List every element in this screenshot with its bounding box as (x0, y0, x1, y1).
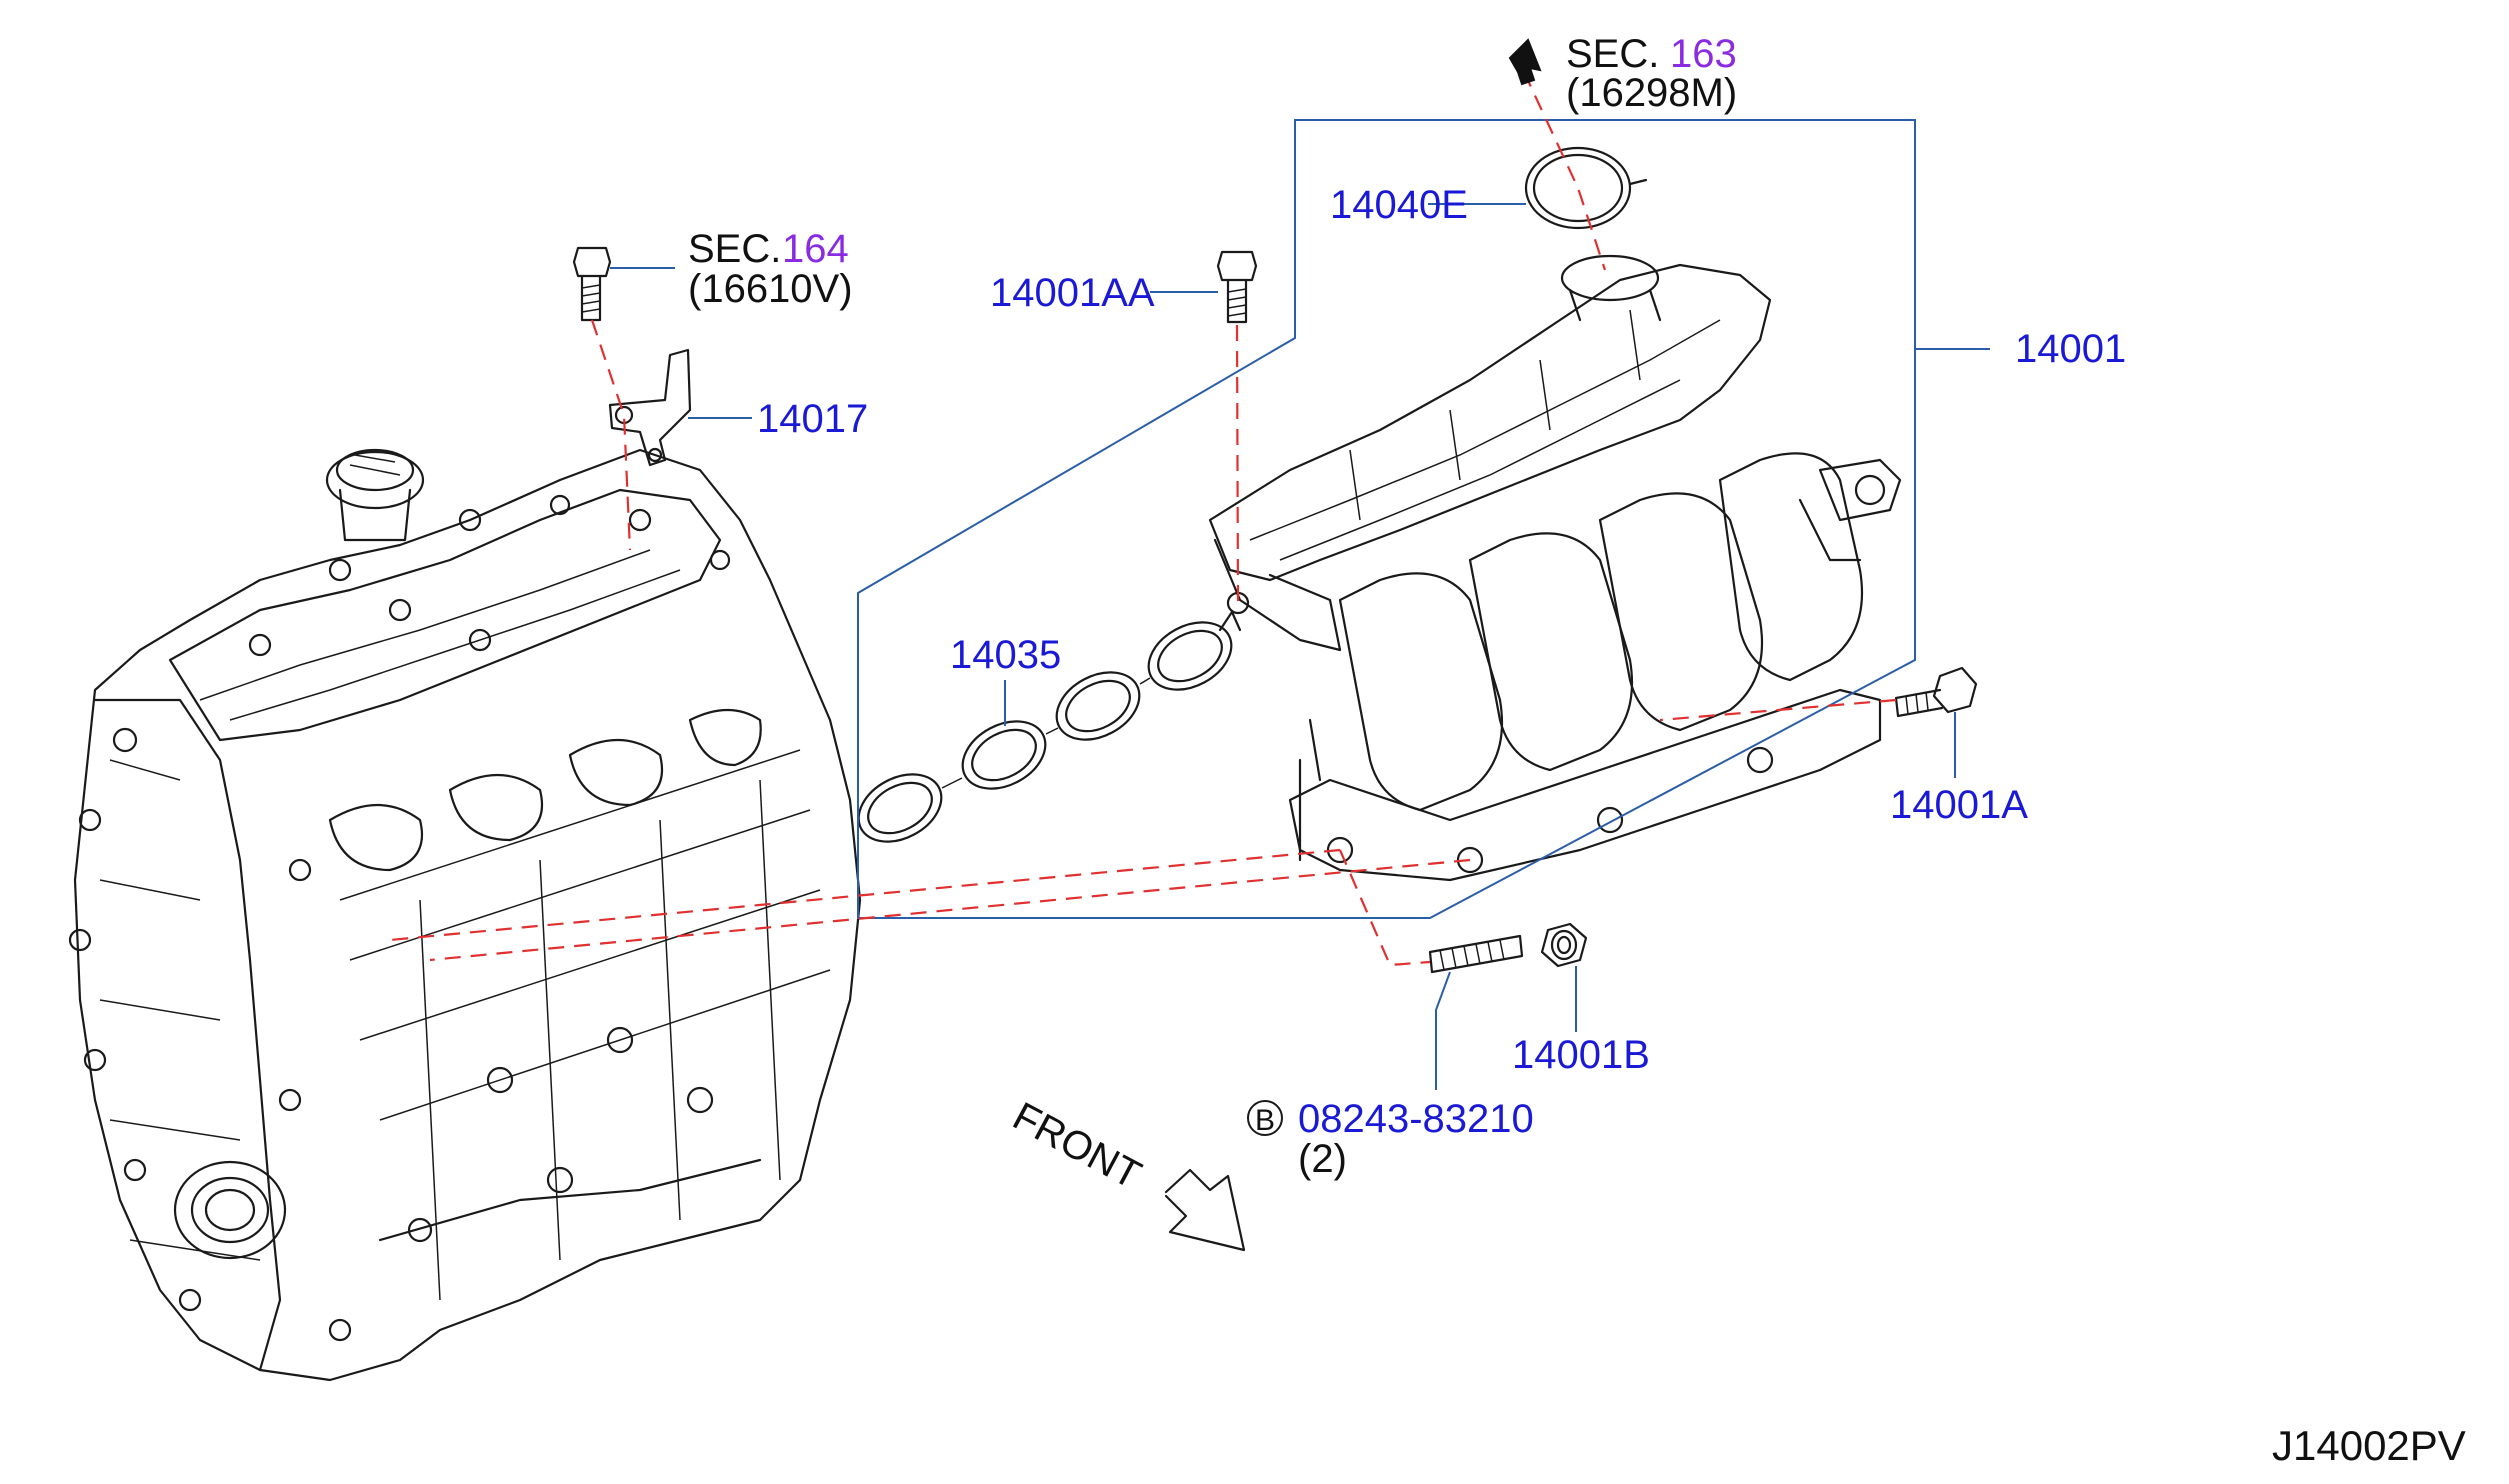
intake-manifold-illustration (1208, 254, 1902, 882)
part-14040e-link[interactable]: 14040E (1330, 183, 1468, 227)
diagram-code: J14002PV (2272, 1422, 2466, 1469)
stud-bolt-illustration (1428, 934, 1524, 974)
part-08243-83210-link[interactable]: 08243-83210 (1298, 1097, 1534, 1141)
engine-block-illustration (68, 448, 862, 1382)
part-14017-link[interactable]: 14017 (757, 397, 868, 441)
part-14001a-link[interactable]: 14001A (1890, 783, 2028, 827)
bolt-14001a-illustration (1894, 666, 1978, 718)
part-14001-link[interactable]: 14001 (2015, 327, 2126, 371)
arrow-up-icon (1508, 38, 1542, 86)
bolt-b-quantity: (2) (1298, 1137, 1347, 1181)
sec-163-label: SEC. (1566, 32, 1659, 76)
front-arrow-icon (1164, 1168, 1246, 1252)
sec-164-part-label: (16610V) (688, 267, 853, 311)
leader-lines (610, 203, 1990, 1090)
sec-164-link[interactable]: 164 (782, 227, 849, 271)
front-direction-label: FRONT (1006, 1094, 1148, 1198)
nut-14001b-illustration (1540, 922, 1588, 968)
part-14001b-link[interactable]: 14001B (1512, 1033, 1650, 1077)
part-14001aa-link[interactable]: 14001AA (990, 271, 1155, 315)
bolt-14001aa-illustration (1216, 250, 1258, 324)
sec-163-link[interactable]: 163 (1670, 32, 1737, 76)
bolt-sec164-illustration (572, 246, 612, 322)
alignment-lines (389, 71, 1897, 967)
gasket-14035-illustration (857, 610, 1242, 843)
sec-163-part-label: (16298M) (1566, 71, 1737, 115)
gasket-14040e-illustration (1524, 146, 1648, 230)
b-marker-circle (1247, 1100, 1283, 1136)
assembly-outline-14001 (857, 119, 1916, 919)
sec-164-label: SEC. (688, 227, 781, 271)
bolt-b-marker-label: B (1255, 1104, 1275, 1137)
part-14035-link[interactable]: 14035 (950, 633, 1061, 677)
